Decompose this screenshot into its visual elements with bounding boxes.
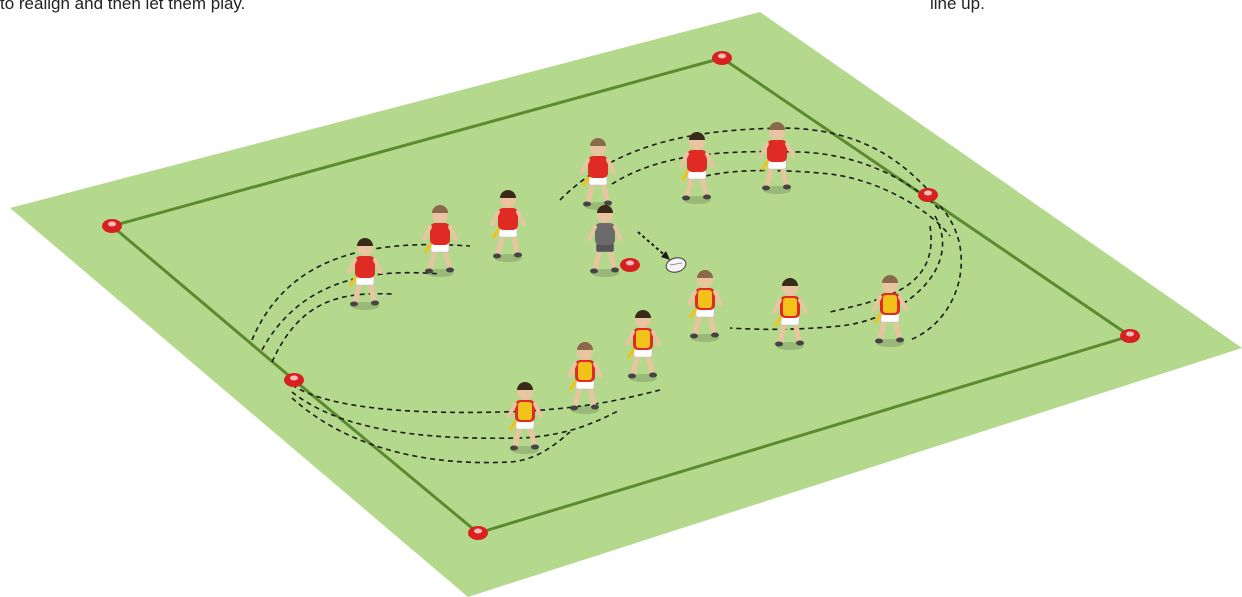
path-right-1 [909, 205, 963, 341]
path-right-2 [729, 215, 944, 331]
path-inner-left [271, 292, 393, 363]
cone-bottom [468, 526, 488, 540]
players [347, 122, 908, 454]
cone-left-mid [284, 373, 304, 387]
yellow-player-3 [625, 310, 661, 382]
red-player-3 [490, 190, 526, 262]
path-bottom-3 [291, 397, 571, 464]
path-mid-left [261, 271, 441, 351]
path-bottom-1 [291, 384, 661, 414]
yellow-player-6 [872, 275, 908, 347]
yellow-player-1 [507, 382, 543, 454]
red-player-2 [422, 205, 458, 277]
cone-right [1120, 329, 1140, 343]
path-top-3 [705, 169, 951, 237]
rugby-ball-icon [665, 257, 687, 273]
path-right-3 [829, 225, 932, 313]
red-player-1 [347, 238, 383, 310]
cone-top-left [102, 219, 122, 233]
caption-right: line up. [930, 0, 985, 13]
path-top-2 [611, 150, 941, 211]
pass-line [637, 231, 669, 259]
red-player-6 [759, 122, 795, 194]
yellow-player-2 [567, 342, 603, 414]
cone-right-mid [918, 188, 938, 202]
path-outer-left [251, 243, 471, 341]
pass-arrowhead [661, 251, 670, 260]
red-player-5 [679, 132, 715, 204]
boundary-lines [108, 56, 1134, 535]
yellow-player-5 [772, 278, 808, 350]
grass-field [10, 12, 1242, 597]
yellow-player-4 [687, 270, 723, 342]
cone-top [712, 51, 732, 65]
cones [102, 51, 1140, 540]
path-bottom-2 [291, 391, 621, 440]
cone-center [620, 258, 640, 272]
caption-left: to realign and then let them play. [0, 0, 246, 13]
coach-1 [587, 205, 623, 277]
